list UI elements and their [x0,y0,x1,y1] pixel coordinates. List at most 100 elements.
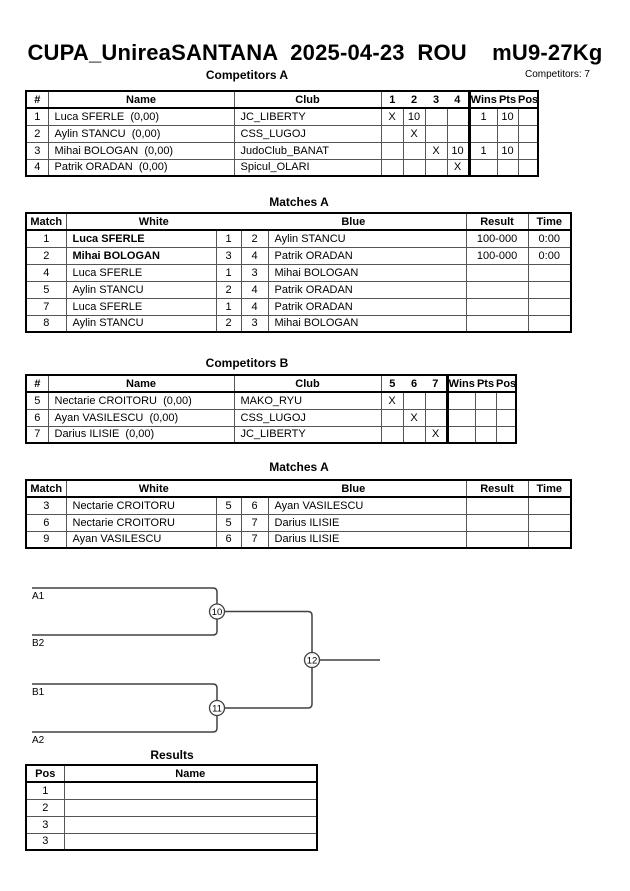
blue-name: Patrik ORADAN [267,280,467,299]
competitor-row: 4 Patrik ORADAN (0,00) Spicul_OLARI X [25,158,539,177]
result-cell [465,280,529,299]
round-cell [424,158,448,177]
col-result: Result [465,212,529,231]
col-round-2: 2 [403,90,425,109]
result-pos: 3 [25,815,65,834]
round-cell [402,425,426,444]
match-row: 9 Ayan VASILESCU 6 7 Darius ILISIE [25,530,572,549]
competitor-name: Nectarie CROITORU (0,00) [47,391,235,410]
pos-cell [517,107,539,126]
results-table: Pos Name 1 2 3 3 [25,764,318,851]
results-header-row: Pos Name [25,764,318,783]
result-row: 1 [25,781,318,800]
match-row: 3 Nectarie CROITORU 5 6 Ayan VASILESCU [25,496,572,515]
col-time: Time [527,212,572,231]
blue-number: 7 [240,513,269,532]
white-number: 5 [215,513,242,532]
matches-a-table: Match White Blue Result Time 1 Luca SFER… [25,212,573,333]
competitor-name: Luca SFERLE (0,00) [47,107,235,126]
pts-cell: 10 [496,141,519,160]
round-cell: X [446,158,470,177]
result-row: 3 [25,832,318,851]
result-pos: 3 [25,832,65,851]
bracket-label-a1: A1 [32,591,45,602]
competitor-number: 7 [25,425,49,444]
col-wins: Wins [467,90,497,109]
competitors-b-table: # Name Club 5 6 7 Wins Pts Pos 5 Nectari… [25,374,517,444]
time-cell [527,496,572,515]
round-cell [380,408,404,427]
col-pos: Pos [25,764,65,783]
bracket-label-b1: B1 [32,687,45,698]
col-white: White [65,479,242,498]
match-row: 1 Luca SFERLE 1 2 Aylin STANCU 100-000 0… [25,229,572,248]
competitor-name: Darius ILISIE (0,00) [47,425,235,444]
elimination-bracket: A1 B2 B1 A2 10 11 12 [32,587,380,746]
wins-cell: 1 [467,107,498,126]
round-cell: X [424,425,448,444]
col-pts: Pts [497,90,518,109]
blue-name: Mihai BOLOGAN [267,263,467,282]
white-number: 1 [215,263,242,282]
competitor-row: 5 Nectarie CROITORU (0,00) MAKO_RYU X [25,391,517,410]
competitor-row: 3 Mihai BOLOGAN (0,00) JudoClub_BANAT X … [25,141,539,160]
round-cell [424,408,448,427]
competitor-club: Spicul_OLARI [233,158,382,177]
time-cell [527,280,572,299]
result-pos: 2 [25,798,65,817]
white-number: 1 [215,297,242,316]
white-number: 6 [215,530,242,549]
competitor-number: 4 [25,158,49,177]
result-name [63,832,318,851]
result-cell [465,513,529,532]
col-white: White [65,212,242,231]
matches-a-title: Matches A [269,195,329,209]
pos-cell [495,408,517,427]
bracket-node-10-circle [208,603,226,620]
blue-number: 3 [240,314,269,333]
match-number: 1 [25,229,67,248]
competitor-number: 3 [25,141,49,160]
col-name: Name [47,90,235,109]
blue-name: Darius ILISIE [267,530,467,549]
col-match: Match [25,212,67,231]
competitor-number: 6 [25,408,49,427]
white-name: Aylin STANCU [65,280,217,299]
bracket-pair-top [32,587,218,636]
blue-number: 2 [240,229,269,248]
round-cell [424,107,448,126]
result-cell: 100-000 [465,229,529,248]
white-number: 5 [215,496,242,515]
pos-cell [495,425,517,444]
col-time: Time [527,479,572,498]
competitors-b-header-row: # Name Club 5 6 7 Wins Pts Pos [25,374,517,393]
bracket-label-b2: B2 [32,638,45,649]
blue-name: Aylin STANCU [267,229,467,248]
white-name: Luca SFERLE [65,229,217,248]
round-cell [424,391,448,410]
wins-cell: 1 [467,141,498,160]
competitor-row: 1 Luca SFERLE (0,00) JC_LIBERTY X 10 1 1… [25,107,539,126]
bracket-node-12-circle [303,651,321,669]
page-title: CUPA_UnireaSANTANA 2025-04-23 ROU mU9-27… [27,40,603,65]
round-cell [446,107,470,126]
match-number: 7 [25,297,67,316]
round-cell [402,141,426,160]
round-cell: X [424,141,448,160]
blue-number: 3 [240,263,269,282]
white-name: Luca SFERLE [65,263,217,282]
pos-cell [517,124,539,143]
round-cell [380,158,404,177]
col-num: # [25,374,49,393]
round-cell [446,124,470,143]
result-cell [465,297,529,316]
pts-cell [474,408,497,427]
competitor-row: 6 Ayan VASILESCU (0,00) CSS_LUGOJ X [25,408,517,427]
blue-name: Patrik ORADAN [267,246,467,265]
col-club: Club [233,90,382,109]
col-name: Name [47,374,235,393]
match-number: 9 [25,530,67,549]
result-cell [465,314,529,333]
white-name: Ayan VASILESCU [65,530,217,549]
col-num: # [25,90,49,109]
